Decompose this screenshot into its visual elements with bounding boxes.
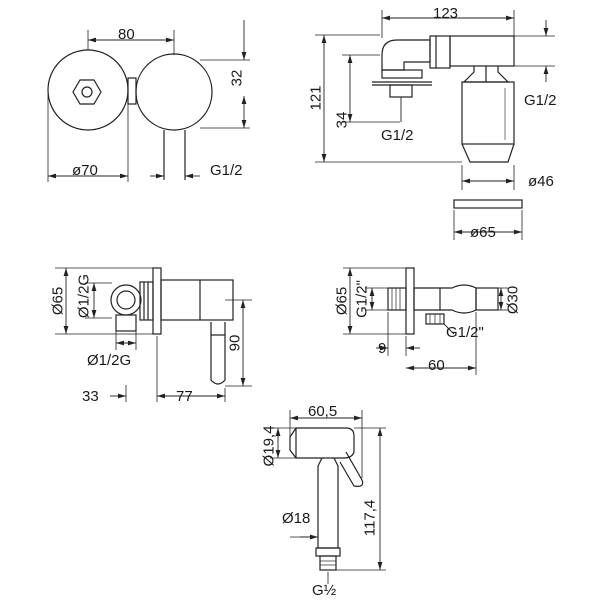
right-rosette (135, 53, 213, 131)
outlet-view (343, 267, 508, 375)
outlet-left-label: 9 (378, 340, 387, 357)
outlet-diameter-label: Ø65 (333, 286, 351, 316)
side-view (315, 10, 555, 240)
front-thread-label: G1/2 (210, 162, 243, 179)
valve-body (160, 279, 234, 321)
side-diameter-label: ø46 (528, 173, 554, 190)
sprayer-head-label: Ø19,4 (260, 425, 278, 467)
plate (453, 199, 523, 209)
sprayer-width-label: 60,5 (308, 403, 338, 420)
mixer-body (461, 81, 515, 145)
sprayer-thread-label: G½ (312, 582, 337, 599)
side-thread-right-label: G1/2 (524, 92, 557, 109)
side-inner-height-label: 34 (333, 111, 351, 129)
connector-block (127, 77, 137, 105)
valve-height-label: 90 (226, 334, 244, 352)
thread-end (319, 555, 337, 571)
side-total-height-label: 121 (307, 85, 325, 111)
valve-diameter-label: Ø65 (49, 286, 67, 316)
spray-head (289, 427, 355, 459)
valve-thread-horizontal-label: Ø1/2G (87, 352, 132, 369)
wall-plate (152, 267, 162, 335)
sprayer-tube-label: Ø18 (282, 510, 311, 527)
sprayer-view (270, 410, 386, 584)
sprayer-height-label: 117,4 (361, 499, 379, 537)
left-rosette (47, 49, 129, 131)
front-view (47, 20, 250, 182)
front-height-label: 32 (228, 69, 246, 87)
front-diameter-label: ø70 (72, 162, 98, 179)
outlet-thread-left-label: G1/2" (353, 280, 371, 318)
hex-nut-icon (72, 79, 102, 105)
outlet-plate (405, 267, 415, 335)
inlet-port (110, 284, 142, 316)
front-width-label: 80 (118, 26, 135, 43)
elbow-fitting (381, 39, 431, 71)
side-width-label: 123 (433, 5, 459, 22)
outlet-body (413, 284, 477, 314)
valve-left-label: 33 (82, 388, 99, 405)
lever-handle (210, 322, 226, 385)
outlet-length-label: 60 (428, 357, 445, 374)
valve-right-label: 77 (176, 388, 193, 405)
trigger-lever (339, 451, 364, 487)
side-thread-bottom-label: G1/2 (381, 127, 414, 144)
valve-view (55, 267, 252, 402)
valve-thread-vertical-label: Ø1/2G (75, 273, 93, 319)
side-plate-diameter-label: ø65 (470, 224, 496, 241)
outlet-tube-label: Ø30 (504, 285, 522, 315)
outlet-thread-bottom-label: G1/2" (446, 324, 484, 341)
